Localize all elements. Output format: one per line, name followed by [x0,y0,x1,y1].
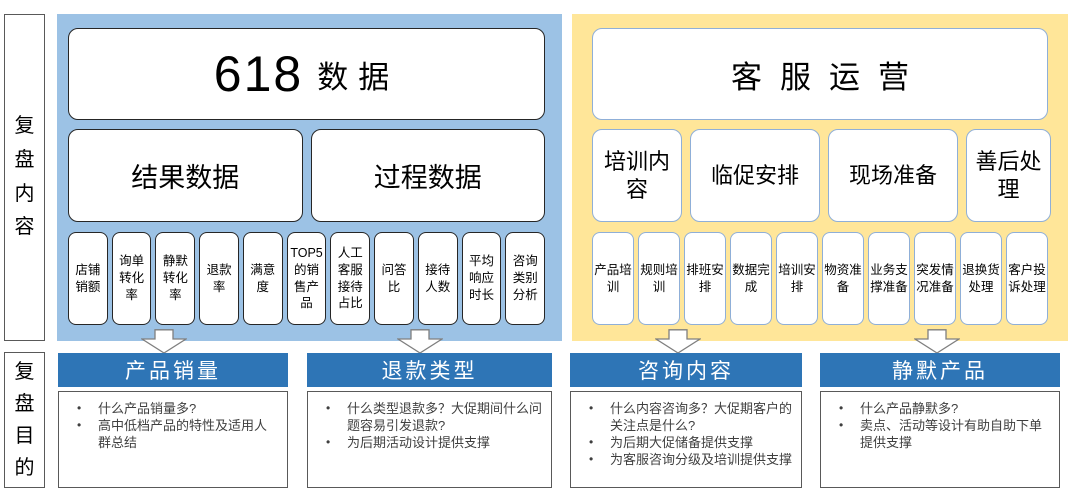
goal-silent-products-bullets: 什么产品静默多?卖点、活动等设计有助自助下单提供支撑 [833,401,1051,452]
bullet-item: 为后期活动设计提供支撑 [320,435,543,452]
group-temp-staff-arrangement: 临促安排 [690,129,820,222]
metric-box: 突发情况准备 [914,232,956,325]
goal-inquiry-content-body: 什么内容咨询多？大促期客户的关注点是什么?为后期大促储备提供支撑为客服咨询分级及… [570,391,802,488]
group-training-content: 培训内容 [592,129,682,222]
title-618-suffix: 数据 [317,59,400,95]
goal-refund-types-title: 退款类型 [307,353,552,387]
group-onsite-preparation: 现场准备 [828,129,958,222]
section-service-ops: 客服运营 培训内容 临促安排 现场准备 善后处理 产品培训规则培训排班安排数据完… [572,14,1068,341]
down-arrow-icon [655,329,701,354]
goal-product-sales: 产品销量 什么产品销量多?高中低档产品的特性及适用人群总结 [58,353,288,488]
goal-refund-types-body: 什么类型退款多？大促期间什么问题容易引发退款?为后期活动设计提供支撑 [307,391,552,488]
metric-box: 静默转化率 [155,232,196,325]
metric-box: 业务支撑准备 [868,232,910,325]
metric-box: 满意度 [242,232,283,325]
service-group-row: 培训内容 临促安排 现场准备 善后处理 [592,129,1051,222]
metric-box: 人工客服接待占比 [330,232,371,325]
goal-refund-types: 退款类型 什么类型退款多？大促期间什么问题容易引发退款?为后期活动设计提供支撑 [307,353,552,488]
metric-box: 退换货处理 [960,232,1002,325]
bullet-item: 卖点、活动等设计有助自助下单提供支撑 [833,418,1051,452]
section-618-title-box: 618 数据 [68,28,545,120]
bullet-item: 什么类型退款多？大促期间什么问题容易引发退款? [320,401,543,435]
goal-silent-products-body: 什么产品静默多?卖点、活动等设计有助自助下单提供支撑 [820,391,1060,488]
goal-inquiry-content: 咨询内容 什么内容咨询多？大促期客户的关注点是什么?为后期大促储备提供支撑为客服… [570,353,802,488]
goal-refund-types-bullets: 什么类型退款多？大促期间什么问题容易引发退款?为后期活动设计提供支撑 [320,401,543,452]
down-arrow-icon [397,329,443,354]
metric-box: 产品培训 [592,232,634,325]
bullet-item: 什么产品销量多? [71,401,279,418]
bullet-item: 为后期大促储备提供支撑 [583,435,793,452]
metric-box: 咨询类别分析 [505,232,546,325]
row-label-review-content: 复盘内容 [4,14,45,341]
metric-box: 培训安排 [776,232,818,325]
goal-inquiry-content-title: 咨询内容 [570,353,802,387]
bullet-item: 什么内容咨询多？大促期客户的关注点是什么? [583,401,793,435]
metric-box: 规则培训 [638,232,680,325]
row-label-review-purpose: 复盘目的 [4,352,45,488]
metric-box: 接待人数 [417,232,458,325]
title-618-number: 618 [213,46,304,102]
metric-box: 数据完成 [730,232,772,325]
service-metric-row: 产品培训规则培训排班安排数据完成培训安排物资准备业务支撑准备突发情况准备退换货处… [592,232,1048,325]
group-process-data: 过程数据 [310,129,545,222]
row-label-review-purpose-text: 复盘目的 [14,361,35,479]
goal-product-sales-title: 产品销量 [58,353,288,387]
goal-product-sales-body: 什么产品销量多?高中低档产品的特性及适用人群总结 [58,391,288,488]
down-arrow-icon [141,329,187,354]
group-aftermath-handling: 善后处理 [966,129,1051,222]
bullet-item: 什么产品静默多? [833,401,1051,418]
metric-box: 物资准备 [822,232,864,325]
metric-box: 询单转化率 [111,232,152,325]
goal-inquiry-content-bullets: 什么内容咨询多？大促期客户的关注点是什么?为后期大促储备提供支撑为客服咨询分级及… [583,401,793,469]
metric-box: TOP5的销售产品 [286,232,327,325]
bullet-item: 高中低档产品的特性及适用人群总结 [71,418,279,452]
title-service-ops: 客服运营 [731,59,927,95]
metric-box: 退款率 [199,232,239,325]
bullet-item: 为客服咨询分级及培训提供支撑 [583,452,793,469]
metric-box: 排班安排 [684,232,726,325]
metric-box: 平均响应时长 [461,232,502,325]
down-arrow-icon [914,329,960,354]
row-label-review-content-text: 复盘内容 [14,115,35,239]
metric-box: 店铺销额 [68,232,108,325]
group-result-data: 结果数据 [68,129,303,222]
data-group-row: 结果数据 过程数据 [68,129,545,222]
metric-box: 问答比 [374,232,414,325]
goal-silent-products-title: 静默产品 [820,353,1060,387]
metric-box: 客户投诉处理 [1006,232,1048,325]
goal-product-sales-bullets: 什么产品销量多?高中低档产品的特性及适用人群总结 [71,401,279,452]
goal-silent-products: 静默产品 什么产品静默多?卖点、活动等设计有助自助下单提供支撑 [820,353,1060,488]
section-service-title-box: 客服运营 [592,28,1048,120]
